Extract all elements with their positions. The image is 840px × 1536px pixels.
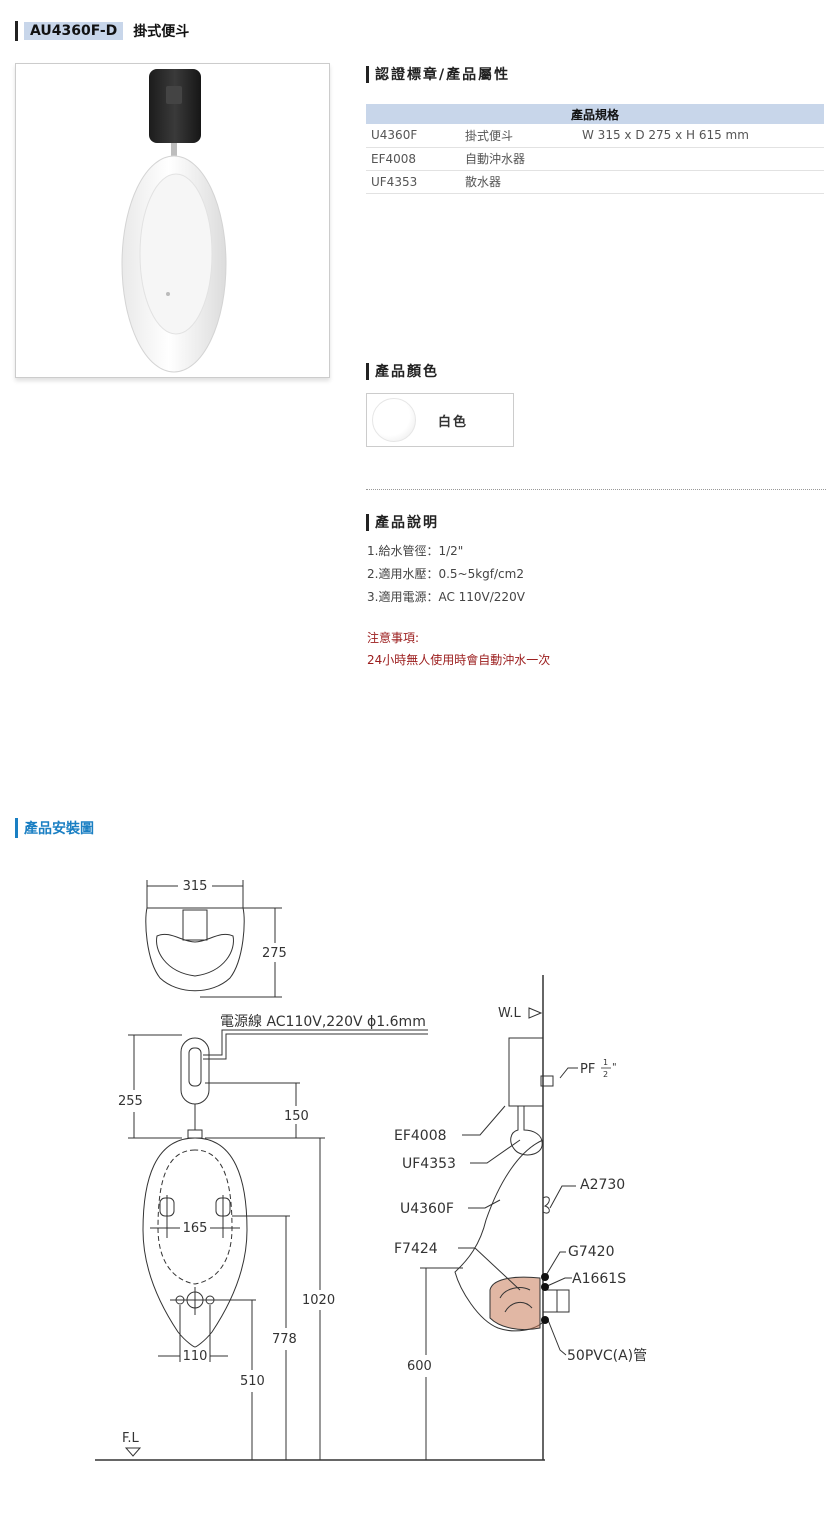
top-view-outline (145, 907, 245, 992)
note-text: 24小時無人使用時會自動沖水一次 (367, 653, 551, 667)
dim-165-label: 165 (183, 1221, 208, 1236)
pf-label: PF (580, 1062, 595, 1077)
urinal-photo-illustration (121, 69, 227, 373)
side-urinal-outline (454, 1139, 544, 1332)
supply-pipe (171, 143, 177, 165)
pf-fraction-numerator: 1 (603, 1058, 608, 1067)
flush-valve-box (149, 69, 201, 143)
pf-inch-mark: " (612, 1062, 617, 1073)
side-outlet-pipe (542, 1289, 570, 1313)
dim-255-label: 255 (118, 1094, 143, 1109)
top-view-bowl (156, 933, 234, 977)
note-title: 注意事項: (367, 631, 420, 645)
floor-level-marker (124, 1447, 142, 1457)
side-spreader (510, 1106, 543, 1156)
spec-code: U4360F (366, 124, 460, 148)
installation-diagram: 315 275 電源線 AC110V,220V ϕ1.6mm 255 150 1… (95, 879, 647, 1461)
power-cable-line (203, 1029, 428, 1056)
dim-110-label: 110 (183, 1349, 208, 1364)
floor-level-label: F.L (122, 1431, 140, 1446)
dim-150-label: 150 (284, 1109, 309, 1124)
table-row: EF4008 自動沖水器 (366, 147, 824, 171)
cert-heading: 認證標章/產品屬性 (366, 64, 510, 84)
description-heading-text: 產品說明 (375, 515, 439, 531)
part-ef4008-label: EF4008 (394, 1128, 447, 1144)
heading-marker (15, 818, 18, 838)
color-heading-text: 產品顏色 (375, 364, 439, 380)
part-u4360f-label: U4360F (400, 1201, 454, 1217)
spec-size (577, 170, 824, 194)
spec-table-header: 產品規格 (366, 104, 824, 124)
dim-510-label: 510 (240, 1374, 265, 1389)
water-level-marker (528, 1007, 543, 1019)
description-item: 3.適用電源：AC 110V/220V (367, 590, 525, 604)
description-item: 2.適用水壓：0.5~5kgf/cm2 (367, 567, 524, 581)
spec-name: 掛式便斗 (460, 124, 577, 148)
table-row: UF4353 散水器 (366, 170, 824, 194)
pf-fraction-denominator: 2 (603, 1070, 608, 1079)
model-code: AU4360F-D (24, 22, 124, 40)
heading-marker (366, 362, 369, 380)
spec-name: 自動沖水器 (460, 147, 577, 171)
sensor-window (166, 86, 182, 104)
color-chip (372, 398, 416, 442)
part-g7420-label: G7420 (568, 1244, 614, 1260)
color-heading: 產品顏色 (366, 361, 439, 381)
dim-778-label: 778 (272, 1332, 297, 1347)
dim-275-label: 275 (262, 946, 287, 961)
color-label: 白色 (438, 414, 469, 430)
note-block: 注意事項: 24小時無人使用時會自動沖水一次 (367, 627, 550, 671)
heading-marker (366, 513, 369, 531)
section-divider (366, 489, 826, 490)
cert-heading-text: 認證標章/產品屬性 (375, 67, 511, 83)
description-item: 1.給水管徑：1/2" (367, 544, 464, 558)
page-title-bar: AU4360F-D 掛式便斗 (15, 21, 189, 41)
spec-size (577, 147, 824, 171)
power-cable-label: 電源線 AC110V,220V ϕ1.6mm (220, 1014, 426, 1030)
part-a2730-label: A2730 (580, 1177, 625, 1193)
part-a1661s-label: A1661S (572, 1271, 626, 1287)
heading-marker (366, 65, 369, 83)
description-heading: 產品說明 (366, 512, 439, 532)
product-name: 掛式便斗 (133, 24, 190, 40)
spec-size: W 315 x D 275 x H 615 mm (577, 124, 824, 148)
table-row: U4360F 掛式便斗 W 315 x D 275 x H 615 mm (366, 124, 824, 148)
spec-name: 散水器 (460, 170, 577, 194)
part-uf4353-label: UF4353 (402, 1156, 456, 1172)
dim-600-label: 600 (407, 1359, 432, 1374)
front-urinal-outline (142, 1137, 248, 1348)
spec-code: EF4008 (366, 147, 460, 171)
part-pvc-label: 50PVC(A)管 (567, 1348, 647, 1364)
color-swatch-white[interactable]: 白色 (366, 393, 514, 447)
side-flush-valve (508, 1037, 544, 1107)
dim-1020-label: 1020 (302, 1293, 335, 1308)
urinal-bowl (139, 173, 213, 335)
spec-code: UF4353 (366, 170, 460, 194)
description-list: 1.給水管徑：1/2" 2.適用水壓：0.5~5kgf/cm2 3.適用電源：A… (367, 540, 525, 609)
water-level-label: W.L (498, 1006, 521, 1021)
install-heading-text: 產品安裝圖 (24, 821, 94, 837)
spec-table: 產品規格 U4360F 掛式便斗 W 315 x D 275 x H 615 m… (366, 104, 824, 194)
product-photo (15, 63, 330, 378)
dim-315-label: 315 (183, 879, 208, 894)
part-f7424-label: F7424 (394, 1241, 438, 1257)
install-heading: 產品安裝圖 (15, 818, 94, 838)
title-marker (15, 21, 18, 41)
